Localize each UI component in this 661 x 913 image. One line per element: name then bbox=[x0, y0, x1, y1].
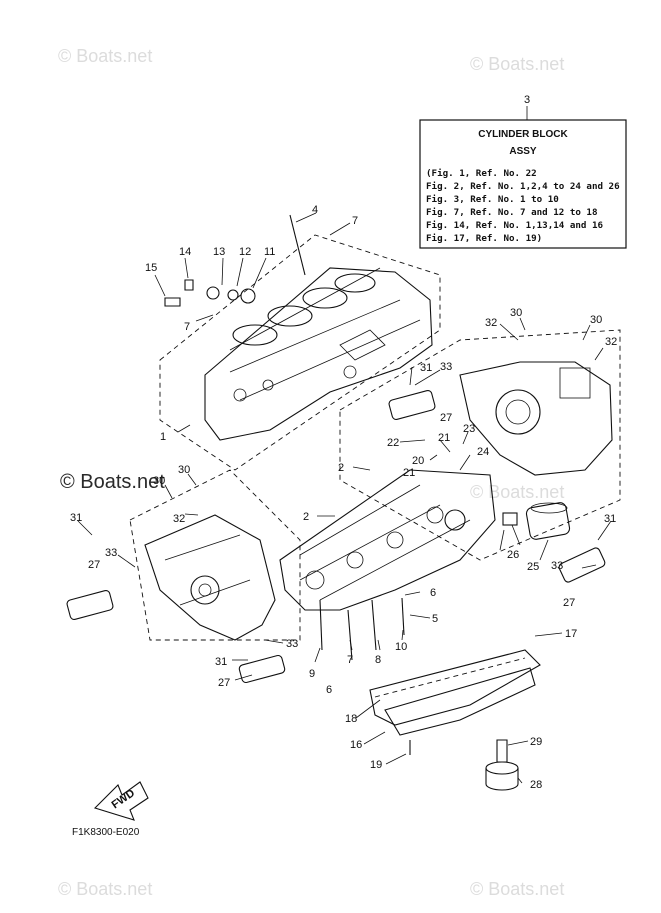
callout-16: 16 bbox=[350, 739, 362, 751]
drawing-code: F1K8300-E020 bbox=[72, 827, 140, 838]
callout-20: 20 bbox=[412, 455, 424, 467]
info-box-ref: 3 bbox=[524, 94, 530, 106]
callout-32: 32 bbox=[173, 513, 185, 525]
callout-27: 27 bbox=[563, 597, 575, 609]
callout-32: 32 bbox=[605, 336, 617, 348]
watermark-top-right: © Boats.net bbox=[470, 54, 564, 74]
watermark-mid-right: © Boats.net bbox=[470, 482, 564, 502]
callout-31: 31 bbox=[215, 656, 227, 668]
info-box-line: Fig. 7, Ref. No. 7 and 12 to 18 bbox=[426, 207, 597, 218]
callout-30: 30 bbox=[590, 314, 602, 326]
callout-8: 8 bbox=[375, 654, 381, 666]
crankcase-lower bbox=[279, 469, 496, 611]
info-box-line: (Fig. 1, Ref. No. 22 bbox=[426, 168, 537, 179]
info-box-line: Fig. 17, Ref. No. 19) bbox=[426, 233, 542, 244]
callout-33: 33 bbox=[105, 547, 117, 559]
oil-pan bbox=[369, 649, 541, 736]
callout-31: 31 bbox=[420, 362, 432, 374]
callout-33: 33 bbox=[286, 638, 298, 650]
callout-4: 4 bbox=[312, 204, 318, 216]
group-outline-left-cover bbox=[129, 469, 301, 641]
info-box: 3 CYLINDER BLOCK ASSY (Fig. 1, Ref. No. … bbox=[419, 94, 627, 249]
callout-30: 30 bbox=[153, 475, 165, 487]
drain-plug-cap bbox=[485, 739, 519, 791]
callout-7: 7 bbox=[347, 654, 353, 666]
info-box-subtitle: ASSY bbox=[509, 146, 537, 157]
crankcase-bolts bbox=[319, 597, 411, 755]
info-box-line: Fig. 2, Ref. No. 1,2,4 to 24 and 26 bbox=[426, 181, 620, 192]
callout-2: 2 bbox=[303, 511, 309, 523]
left-side-cover bbox=[144, 514, 276, 641]
group-outline-cylinder bbox=[159, 234, 441, 471]
watermark-mid-left: © Boats.net bbox=[60, 471, 165, 493]
small-parts-upper-left bbox=[164, 279, 256, 307]
info-box-frame bbox=[419, 119, 627, 249]
callout-1: 1 bbox=[160, 431, 166, 443]
callout-11: 11 bbox=[264, 246, 275, 258]
oil-filter bbox=[502, 502, 571, 540]
callout-6: 6 bbox=[430, 587, 436, 599]
callout-27: 27 bbox=[218, 677, 230, 689]
callout-27: 27 bbox=[88, 559, 100, 571]
callout-25: 25 bbox=[527, 561, 539, 573]
info-box-line: Fig. 14, Ref. No. 1,13,14 and 16 bbox=[426, 220, 603, 231]
callout-14: 14 bbox=[179, 246, 191, 258]
callout-6: 6 bbox=[326, 684, 332, 696]
right-side-cover bbox=[459, 361, 613, 476]
callout-27: 27 bbox=[440, 412, 452, 424]
info-box-title: CYLINDER BLOCK bbox=[478, 129, 568, 140]
callout-28: 28 bbox=[530, 779, 542, 791]
callout-9: 9 bbox=[309, 668, 315, 680]
callout-17: 17 bbox=[565, 628, 577, 640]
callout-31: 31 bbox=[604, 513, 616, 525]
callout-22: 22 bbox=[387, 437, 399, 449]
fwd-arrow: FWD bbox=[93, 781, 149, 821]
group-outline-right-cover bbox=[339, 329, 621, 561]
callout-31: 31 bbox=[70, 512, 82, 524]
callout-33: 33 bbox=[551, 560, 563, 572]
callout-29: 29 bbox=[530, 736, 542, 748]
callout-24: 24 bbox=[477, 446, 489, 458]
callout-21: 21 bbox=[403, 467, 415, 479]
callout-30: 30 bbox=[510, 307, 522, 319]
callout-26: 26 bbox=[507, 549, 519, 561]
callout-10: 10 bbox=[395, 641, 407, 653]
callout-33: 33 bbox=[440, 361, 452, 373]
callout-13: 13 bbox=[213, 246, 225, 258]
callout-23: 23 bbox=[463, 423, 475, 435]
callout-18: 18 bbox=[345, 713, 357, 725]
callout-21: 21 bbox=[438, 432, 450, 444]
stud-bolt bbox=[289, 214, 306, 276]
cylinder-block-upper bbox=[204, 267, 433, 441]
callout-19: 19 bbox=[370, 759, 382, 771]
callout-15: 15 bbox=[145, 262, 157, 274]
callout-2: 2 bbox=[338, 462, 344, 474]
watermark-top-left: © Boats.net bbox=[58, 46, 152, 66]
callout-labels: 1 2 2 4 7 7 13 12 11 14 15 6 6 5 9 7 8 1… bbox=[70, 204, 617, 791]
mount-brackets bbox=[66, 389, 606, 684]
leader-lines bbox=[77, 212, 612, 784]
callout-7: 7 bbox=[352, 215, 358, 227]
callout-5: 5 bbox=[432, 613, 438, 625]
watermark-bottom-right: © Boats.net bbox=[470, 879, 564, 899]
callout-12: 12 bbox=[239, 246, 251, 258]
callout-32: 32 bbox=[485, 317, 497, 329]
callout-7: 7 bbox=[184, 321, 190, 333]
callout-30: 30 bbox=[178, 464, 190, 476]
info-box-line: Fig. 3, Ref. No. 1 to 10 bbox=[426, 194, 559, 205]
watermark-bottom-left: © Boats.net bbox=[58, 879, 152, 899]
